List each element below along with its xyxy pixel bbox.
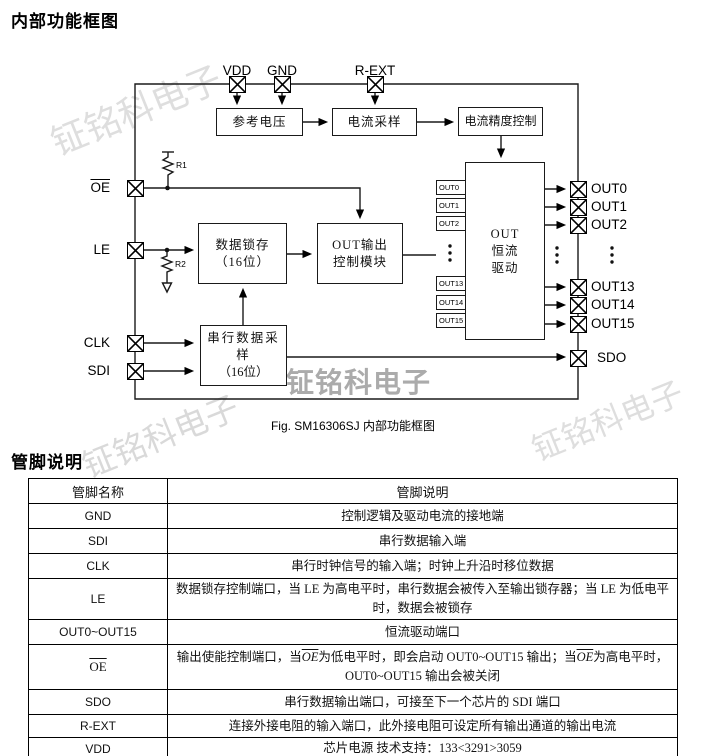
pin-label-out15: OUT15 — [591, 316, 635, 331]
pin-desc-cell: 串行数据输出端口，可接至下一个芯片的 SDI 端口 — [167, 689, 678, 715]
pin-name-cell: R-EXT — [28, 714, 168, 738]
terminal-vdd-xbox-icon — [228, 75, 246, 93]
terminal-out13-xbox-icon — [569, 278, 587, 296]
pin-label-oe: OE — [90, 180, 110, 195]
figure-caption: Fig. SM16306SJ 内部功能框图 — [270, 419, 436, 433]
pin-desc-cell: 输出使能控制端口，当OE为低电平时，即会启动 OUT0~OUT15 输出；当OE… — [167, 644, 678, 690]
pin-desc-cell: 恒流驱动端口 — [167, 619, 678, 645]
block-reference-voltage: 参考电压 — [216, 108, 303, 136]
pin-desc-cell: 串行时钟信号的输入端；时钟上升沿时移位数据 — [167, 553, 678, 579]
page-title: 内部功能框图 — [11, 12, 119, 31]
terminal-out2-xbox-icon — [569, 216, 587, 234]
driver-input-cell: OUT15 — [436, 313, 466, 328]
terminal-sdo-xbox-icon — [569, 349, 587, 367]
table-header-pin-name: 管脚名称 — [28, 478, 168, 504]
pin-name-cell: SDO — [28, 689, 168, 715]
pin-label-clk: CLK — [83, 335, 110, 350]
pin-label-rext: R-EXT — [354, 63, 396, 78]
terminal-oe-xbox-icon — [126, 179, 144, 197]
terminal-clk-xbox-icon — [126, 334, 144, 352]
pin-label-le: LE — [93, 242, 110, 257]
pin-label-sdo: SDO — [597, 350, 627, 365]
driver-input-cell: OUT2 — [436, 216, 466, 231]
terminal-sdi-xbox-icon — [126, 362, 144, 380]
pin-label-out2: OUT2 — [591, 217, 628, 232]
resistor-label-r2: R2 — [175, 259, 186, 269]
block-current-precision-control: 电流精度控制 — [458, 107, 543, 136]
section-title-pin-description: 管脚说明 — [11, 453, 83, 472]
pin-name-cell: GND — [28, 503, 168, 529]
driver-input-cell: OUT0 — [436, 180, 466, 195]
pin-name-cell: SDI — [28, 528, 168, 554]
resistor-label-r1: R1 — [176, 160, 187, 170]
pin-label-gnd: GND — [267, 63, 297, 78]
driver-input-cell: OUT13 — [436, 276, 466, 291]
pin-label-vdd: VDD — [222, 63, 252, 78]
terminal-out1-xbox-icon — [569, 198, 587, 216]
block-out-constant-current-driver: OUT 恒流 驱动 — [465, 162, 545, 340]
pin-desc-cell: 数据锁存控制端口，当 LE 为高电平时，串行数据会被传入至输出锁存器；当 LE … — [167, 578, 678, 620]
pin-label-out13: OUT13 — [591, 279, 635, 294]
pin-desc-cell: 连接外接电阻的输入端口，此外接电阻可设定所有输出通道的输出电流 — [167, 714, 678, 738]
pin-label-out0: OUT0 — [591, 181, 628, 196]
table-header-row: 管脚名称 管脚说明 — [28, 478, 678, 504]
block-diagram: 参考电压 电流采样 电流精度控制 数据锁存 （16位） OUT输出 控制模块 串… — [83, 63, 635, 433]
terminal-out14-xbox-icon — [569, 296, 587, 314]
pin-name-cell: VDD — [28, 737, 168, 756]
table-header-pin-desc: 管脚说明 — [167, 478, 678, 504]
block-serial-data-sampling: 串行数据采样 （16位） — [200, 325, 287, 386]
pin-label-out1: OUT1 — [591, 199, 628, 214]
terminal-rext-xbox-icon — [366, 75, 384, 93]
pin-desc-cell: 芯片电源 技术支持：133<3291>3059 — [167, 737, 678, 756]
pin-label-out14: OUT14 — [591, 297, 635, 312]
pin-name-cell: LE — [28, 578, 168, 620]
pin-name-cell: CLK — [28, 553, 168, 579]
pin-name-cell: OUT0~OUT15 — [28, 619, 168, 645]
terminal-out15-xbox-icon — [569, 315, 587, 333]
terminal-le-xbox-icon — [126, 241, 144, 259]
terminal-out0-xbox-icon — [569, 180, 587, 198]
driver-input-cell: OUT1 — [436, 198, 466, 213]
driver-input-cell: OUT14 — [436, 295, 466, 310]
block-out-output-control: OUT输出 控制模块 — [317, 223, 403, 284]
pin-label-sdi: SDI — [87, 363, 110, 378]
block-data-latch: 数据锁存 （16位） — [198, 223, 287, 284]
block-current-sampling: 电流采样 — [332, 108, 417, 136]
terminal-gnd-xbox-icon — [273, 75, 291, 93]
pin-desc-cell: 串行数据输入端 — [167, 528, 678, 554]
pin-desc-cell: 控制逻辑及驱动电流的接地端 — [167, 503, 678, 529]
diagram-wires — [134, 83, 614, 400]
pin-name-cell: OE — [28, 644, 168, 690]
